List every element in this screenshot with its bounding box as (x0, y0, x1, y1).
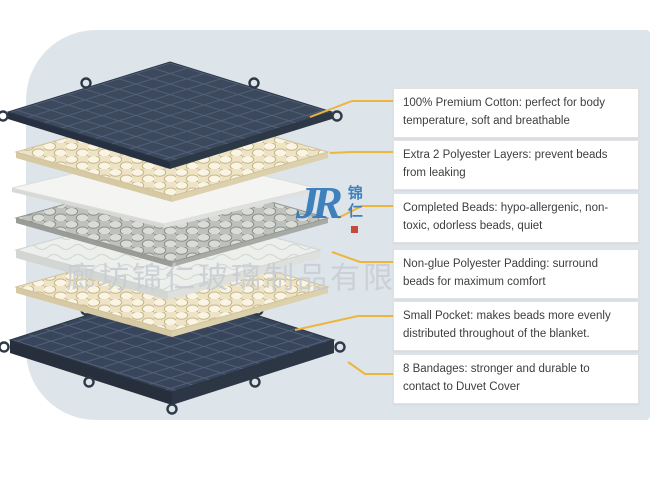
callout-text: Completed Beads: hypo-allergenic, non-to… (403, 202, 609, 232)
connector-premium-cotton (309, 100, 393, 118)
connector-completed-beads (337, 205, 393, 219)
callout-connectors (294, 100, 393, 375)
connector-extra-polyester (329, 151, 393, 154)
connector-small-pocket (294, 315, 393, 331)
callout-text: 8 Bandages: stronger and durable to cont… (403, 363, 590, 393)
bandage-loop-icons-top (0, 77, 343, 122)
callout-small-pocket: Small Pocket: makes beads more evenly di… (393, 301, 639, 351)
callout-extra-polyester-layers: Extra 2 Polyester Layers: prevent beads … (393, 140, 639, 190)
callout-text: Non-glue Polyester Padding: surround bea… (403, 258, 598, 288)
callout-premium-cotton: 100% Premium Cotton: perfect for body te… (393, 88, 639, 138)
callout-bandages: 8 Bandages: stronger and durable to cont… (393, 354, 639, 404)
callout-text: 100% Premium Cotton: perfect for body te… (403, 97, 605, 127)
connector-padding (331, 251, 393, 263)
callout-text: Extra 2 Polyester Layers: prevent beads … (403, 149, 608, 179)
callout-completed-beads: Completed Beads: hypo-allergenic, non-to… (393, 193, 639, 243)
callout-text: Small Pocket: makes beads more evenly di… (403, 310, 611, 340)
callout-non-glue-polyester-padding: Non-glue Polyester Padding: surround bea… (393, 249, 639, 299)
connector-bandages (347, 361, 393, 375)
layer-premium-cotton-cover (0, 61, 343, 169)
